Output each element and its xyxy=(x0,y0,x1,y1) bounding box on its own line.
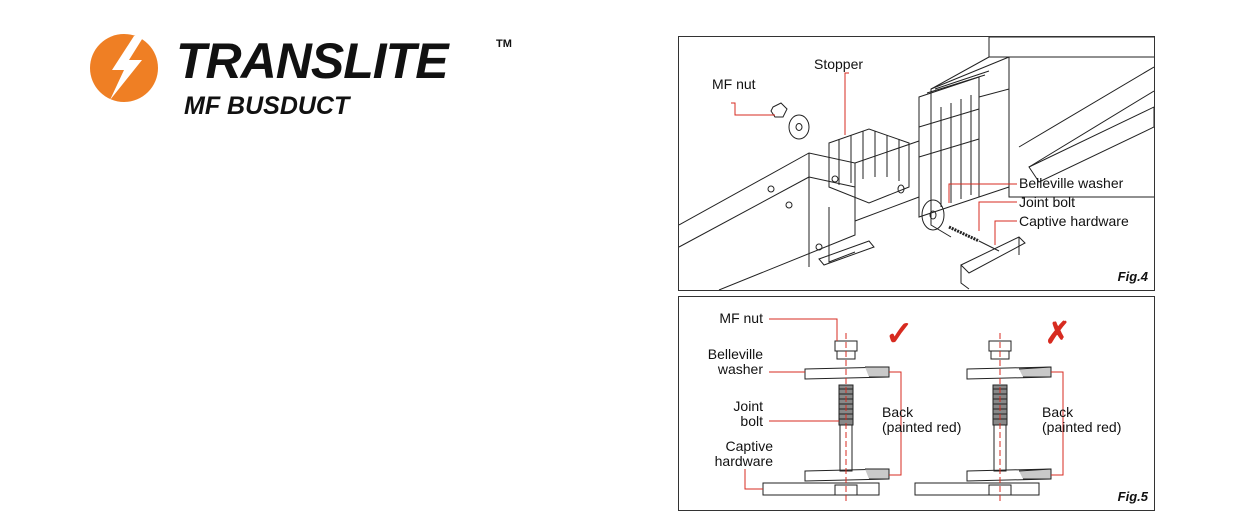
brand-name: TRANSLITE xyxy=(176,33,449,89)
callout-mf-nut-5: MF nut xyxy=(719,310,763,326)
callout-captive-line1: Captive xyxy=(725,438,773,454)
callout-captive-hardware: Captive hardware xyxy=(1019,213,1129,229)
brand-logo: TRANSLITE TM MF BUSDUCT xyxy=(88,28,518,128)
incorrect-back-line1: Back xyxy=(1042,404,1074,420)
callout-joint-bolt: Joint bolt xyxy=(1019,194,1076,210)
correct-back-line2: (painted red) xyxy=(882,419,962,435)
correct-back-line1: Back xyxy=(882,404,914,420)
callout-joint-line2: bolt xyxy=(740,413,763,429)
callout-belleville-line2: washer xyxy=(717,361,763,377)
callout-belleville-line1: Belleville xyxy=(707,346,763,362)
callout-stopper: Stopper xyxy=(814,56,864,72)
figure-4-panel: MF nut Stopper Belleville washer Joint b… xyxy=(678,36,1155,291)
figure-5-label: Fig.5 xyxy=(1117,489,1148,504)
callout-mf-nut: MF nut xyxy=(712,76,756,92)
callout-joint-line1: Joint xyxy=(733,398,763,414)
product-name: MF BUSDUCT xyxy=(184,92,350,120)
bolt-logo-icon xyxy=(90,34,158,102)
callout-belleville-washer: Belleville washer xyxy=(1019,175,1124,191)
check-icon: ✓ xyxy=(885,315,914,353)
cross-icon: ✗ xyxy=(1045,317,1071,350)
figure-5-panel: MF nut Belleville washer Joint bolt Capt… xyxy=(678,296,1155,511)
busduct-joint-drawing xyxy=(679,37,1154,290)
figure-4-label: Fig.4 xyxy=(1117,269,1148,284)
callout-captive-line2: hardware xyxy=(714,453,773,469)
trademark: TM xyxy=(496,38,512,50)
incorrect-back-line2: (painted red) xyxy=(1042,419,1122,435)
bolt-orientation-drawing xyxy=(744,318,1064,503)
